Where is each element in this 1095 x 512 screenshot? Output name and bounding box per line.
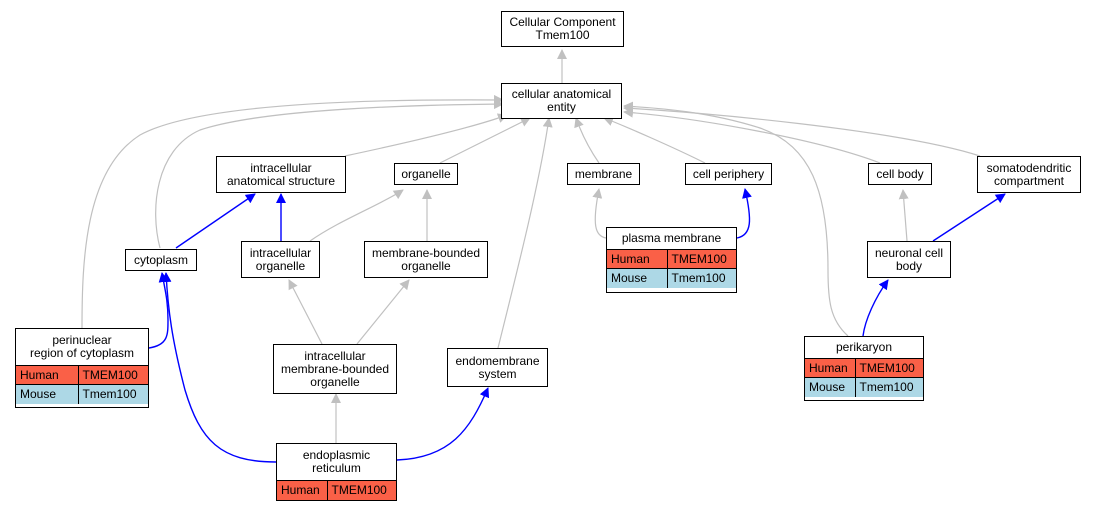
edge-cytoplasm-to-ias bbox=[175, 193, 256, 249]
edge-membrane-to-cae bbox=[574, 117, 600, 164]
node-label: membrane-bounded organelle bbox=[371, 245, 481, 273]
edge-imbo-to-intraorg bbox=[288, 279, 323, 345]
node-intracellular-anatomical-structure[interactable]: intracellular anatomical structure bbox=[216, 156, 346, 193]
gene-human: TMEM100 bbox=[854, 358, 923, 378]
edge-plasma-to-cellperiph bbox=[736, 188, 752, 239]
edge-organelle-to-cae bbox=[439, 117, 531, 164]
ortholog-table: Human TMEM100 Mouse Tmem100 bbox=[16, 365, 148, 404]
gene-human: TMEM100 bbox=[666, 249, 736, 269]
node-endomembrane-system[interactable]: endomembrane system bbox=[447, 348, 548, 387]
node-label: organelle bbox=[401, 166, 451, 181]
node-label: Cellular Component Tmem100 bbox=[509, 15, 616, 42]
node-organelle[interactable]: organelle bbox=[394, 163, 458, 185]
node-plasma-membrane[interactable]: plasma membrane Human TMEM100 Mouse Tmem… bbox=[606, 227, 737, 293]
node-perinuclear-region-of-cytoplasm[interactable]: perinuclear region of cytoplasm Human TM… bbox=[15, 328, 149, 408]
node-label: plasma membrane bbox=[621, 231, 722, 245]
edge-endomem-to-cae bbox=[497, 117, 553, 349]
node-cellular-anatomical-entity[interactable]: cellular anatomical entity bbox=[501, 83, 622, 119]
edge-neuronal-to-cellbody bbox=[898, 189, 909, 242]
node-membrane-bounded-organelle[interactable]: membrane-bounded organelle bbox=[364, 241, 488, 278]
gene-mouse: Tmem100 bbox=[666, 268, 736, 288]
species-mouse: Mouse bbox=[805, 377, 855, 397]
species-human: Human bbox=[805, 358, 855, 378]
node-label: intracellular membrane-bounded organelle bbox=[280, 348, 390, 389]
edge-perinuclear-to-cytoplasm bbox=[148, 272, 169, 349]
node-label: perinuclear region of cytoplasm bbox=[29, 333, 135, 360]
gene-mouse: Tmem100 bbox=[854, 377, 923, 397]
edge-perinuclear-to-cae bbox=[81, 94, 504, 329]
edge-cellbody-to-cae bbox=[623, 107, 881, 164]
species-human: Human bbox=[277, 480, 327, 500]
node-label: cytoplasm bbox=[133, 252, 189, 267]
species-human: Human bbox=[607, 249, 667, 269]
node-label: somatodendritic compartment bbox=[986, 160, 1072, 188]
ortholog-table: Human TMEM100 Mouse Tmem100 bbox=[805, 358, 923, 397]
node-label: neuronal cell body bbox=[874, 245, 944, 273]
node-endoplasmic-reticulum[interactable]: endoplasmic reticulum Human TMEM100 bbox=[276, 443, 397, 501]
node-label: intracellular organelle bbox=[249, 245, 312, 273]
node-label: cell periphery bbox=[692, 166, 765, 181]
edge-er-to-cytoplasm bbox=[161, 272, 277, 463]
gene-human: TMEM100 bbox=[326, 480, 396, 500]
edge-somato-to-cae bbox=[623, 103, 981, 157]
edge-neuronal-to-somato bbox=[932, 193, 1006, 242]
ortholog-table: Human TMEM100 Mouse Tmem100 bbox=[607, 249, 736, 288]
node-cellular-component-root[interactable]: Cellular Component Tmem100 bbox=[501, 11, 624, 47]
node-cell-body[interactable]: cell body bbox=[868, 163, 932, 185]
gene-human: TMEM100 bbox=[77, 365, 148, 385]
ortholog-table: Human TMEM100 bbox=[277, 480, 396, 500]
edge-intraorg-to-organelle bbox=[309, 189, 404, 242]
species-mouse: Mouse bbox=[16, 384, 78, 404]
node-label: membrane bbox=[574, 166, 633, 181]
edge-cytoplasm-to-cae bbox=[155, 99, 504, 249]
node-cytoplasm[interactable]: cytoplasm bbox=[125, 249, 197, 271]
edge-cellperiph-to-cae bbox=[603, 116, 706, 164]
edges-layer bbox=[81, 49, 1006, 463]
node-label: endoplasmic reticulum bbox=[302, 448, 371, 475]
edge-plasma-to-membrane bbox=[592, 188, 607, 239]
edge-ias-to-cae bbox=[344, 113, 508, 157]
node-label: endomembrane system bbox=[455, 353, 540, 381]
species-human: Human bbox=[16, 365, 78, 385]
node-membrane[interactable]: membrane bbox=[567, 163, 640, 185]
edge-perikaryon-to-cae bbox=[623, 101, 849, 337]
edge-imbo-to-mbo bbox=[356, 279, 410, 345]
node-label: cellular anatomical entity bbox=[511, 87, 612, 114]
gene-mouse: Tmem100 bbox=[77, 384, 148, 404]
edge-er-to-endomem bbox=[396, 387, 490, 461]
node-label: cell body bbox=[876, 166, 924, 181]
node-intracellular-membrane-bounded-organelle[interactable]: intracellular membrane-bounded organelle bbox=[273, 344, 397, 394]
node-cell-periphery[interactable]: cell periphery bbox=[685, 163, 772, 185]
edge-perikaryon-to-neuronal bbox=[862, 279, 889, 337]
node-somatodendritic-compartment[interactable]: somatodendritic compartment bbox=[977, 156, 1081, 193]
node-neuronal-cell-body[interactable]: neuronal cell body bbox=[867, 241, 951, 278]
node-intracellular-organelle[interactable]: intracellular organelle bbox=[241, 241, 320, 278]
species-mouse: Mouse bbox=[607, 268, 667, 288]
node-perikaryon[interactable]: perikaryon Human TMEM100 Mouse Tmem100 bbox=[804, 336, 924, 401]
node-label: perikaryon bbox=[835, 340, 893, 354]
node-label: intracellular anatomical structure bbox=[226, 160, 336, 188]
